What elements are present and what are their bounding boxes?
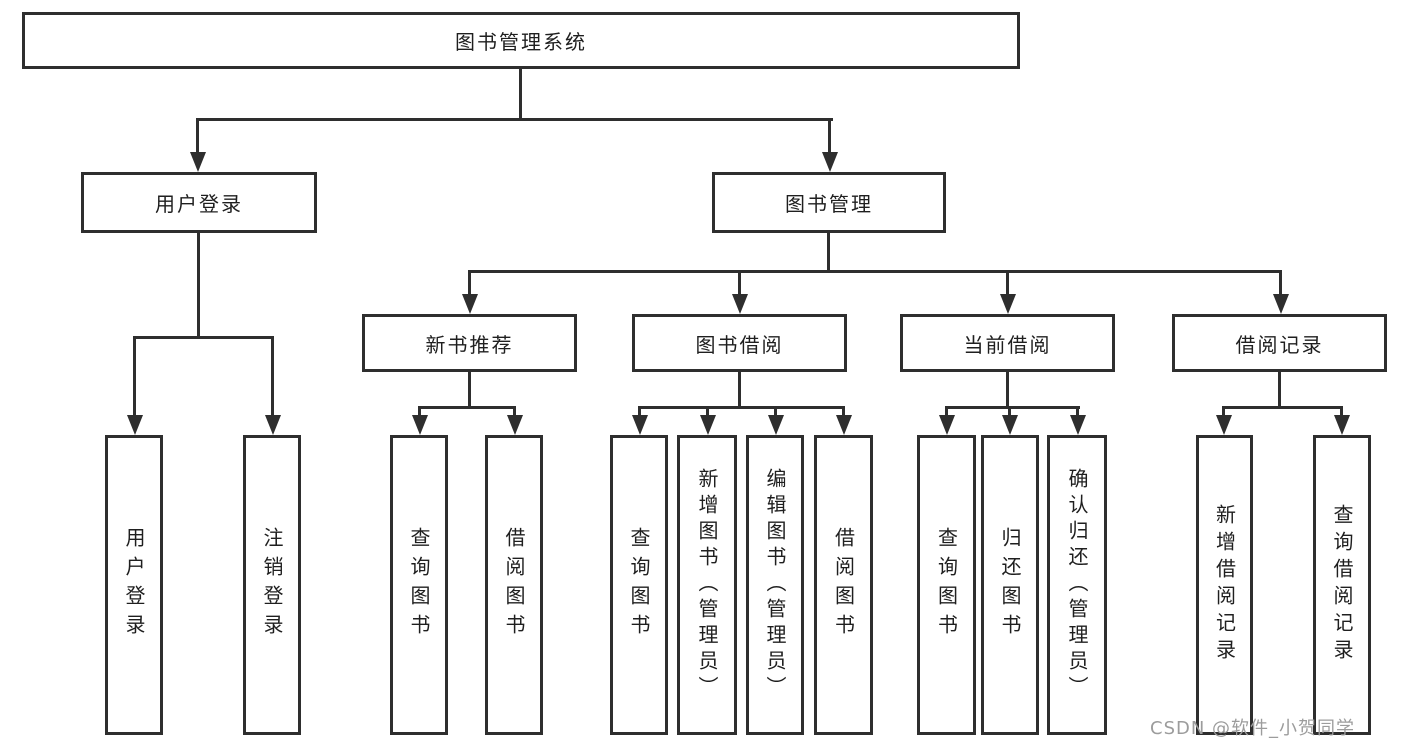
connector-borrow-stem — [738, 372, 741, 406]
leaf-label: 注销登录 — [260, 527, 284, 643]
connector-root-stem — [519, 69, 522, 118]
leaf-query-books-current: 查询图书 — [917, 435, 976, 735]
csdn-watermark: CSDN @软件_小贺同学 — [1150, 718, 1356, 739]
connector-records-bar — [1222, 406, 1343, 409]
node-user-login-branch: 用户登录 — [81, 172, 317, 233]
connector-current-bar — [945, 406, 1080, 409]
node-borrow-records: 借阅记录 — [1172, 314, 1387, 372]
connector-recommend-stem — [468, 372, 471, 406]
leaf-label: 新增借阅记录 — [1212, 504, 1237, 666]
arrow-to-user-login-branch — [189, 118, 206, 172]
leaf-user-login: 用户登录 — [105, 435, 163, 735]
node-label: 当前借阅 — [963, 332, 1052, 357]
arrow-to-leaf-borrow-recommend — [506, 406, 523, 435]
arrow-to-leaf-return-books — [1001, 406, 1018, 435]
arrow-to-leaf-query-current — [938, 406, 955, 435]
leaf-label: 编辑图书（管理员） — [763, 468, 787, 702]
node-label: 新书推荐 — [425, 332, 514, 357]
leaf-label: 查询借阅记录 — [1330, 504, 1354, 666]
node-label: 图书管理系统 — [455, 30, 587, 54]
node-label: 图书借阅 — [695, 332, 784, 357]
arrow-to-leaf-add-books — [699, 406, 716, 435]
arrow-to-leaf-user-login — [126, 336, 143, 435]
node-new-book-recommend: 新书推荐 — [362, 314, 577, 372]
leaf-borrow-books: 借阅图书 — [814, 435, 873, 735]
leaf-logout: 注销登录 — [243, 435, 301, 735]
leaf-query-borrow-record: 查询借阅记录 — [1313, 435, 1371, 735]
connector-recommend-bar — [418, 406, 516, 409]
leaf-label: 用户登录 — [122, 527, 146, 643]
leaf-label: 借阅图书 — [831, 527, 856, 643]
leaf-add-books-admin: 新增图书（管理员） — [677, 435, 737, 735]
arrow-to-current-borrow — [999, 270, 1016, 314]
leaf-label: 归还图书 — [998, 527, 1022, 643]
leaf-borrow-books-recommend: 借阅图书 — [485, 435, 543, 735]
arrow-to-book-borrow — [731, 270, 748, 314]
leaf-label: 查询图书 — [934, 527, 959, 643]
node-label: 图书管理 — [785, 192, 873, 216]
arrow-to-leaf-edit-books — [767, 406, 784, 435]
arrow-to-leaf-query-recommend — [411, 406, 428, 435]
arrow-to-leaf-borrow-books — [835, 406, 852, 435]
leaf-query-books-borrow: 查询图书 — [610, 435, 668, 735]
leaf-return-books: 归还图书 — [981, 435, 1039, 735]
leaf-label: 查询图书 — [627, 527, 651, 643]
connector-root-bar — [196, 118, 833, 121]
arrow-to-leaf-confirm-return — [1069, 406, 1086, 435]
arrow-to-new-book-recommend — [461, 270, 478, 314]
leaf-query-books-recommend: 查询图书 — [390, 435, 448, 735]
arrow-to-leaf-query-borrow — [631, 406, 648, 435]
leaf-add-borrow-record: 新增借阅记录 — [1196, 435, 1253, 735]
connector-user-login-bar — [133, 336, 274, 339]
arrow-to-leaf-logout — [264, 336, 281, 435]
connector-book-management-bar — [468, 270, 1282, 273]
leaf-label: 确认归还（管理员） — [1065, 468, 1089, 702]
arrow-to-leaf-add-record — [1215, 406, 1232, 435]
connector-borrow-bar — [638, 406, 845, 409]
node-label: 用户登录 — [155, 192, 243, 216]
arrow-to-book-management — [821, 118, 838, 172]
leaf-label: 借阅图书 — [502, 527, 526, 643]
leaf-label: 查询图书 — [407, 527, 431, 643]
arrow-to-leaf-query-record — [1333, 406, 1350, 435]
node-label: 借阅记录 — [1235, 332, 1324, 357]
connector-records-stem — [1278, 372, 1281, 406]
arrow-to-borrow-records — [1272, 270, 1289, 314]
leaf-edit-books-admin: 编辑图书（管理员） — [746, 435, 804, 735]
node-book-borrow: 图书借阅 — [632, 314, 847, 372]
node-library-system: 图书管理系统 — [22, 12, 1020, 69]
connector-current-stem — [1006, 372, 1009, 406]
leaf-confirm-return-admin: 确认归还（管理员） — [1047, 435, 1107, 735]
leaf-label: 新增图书（管理员） — [695, 468, 719, 702]
node-book-management: 图书管理 — [712, 172, 946, 233]
node-current-borrow: 当前借阅 — [900, 314, 1115, 372]
connector-user-login-stem — [197, 233, 200, 336]
connector-book-management-stem — [827, 233, 830, 270]
